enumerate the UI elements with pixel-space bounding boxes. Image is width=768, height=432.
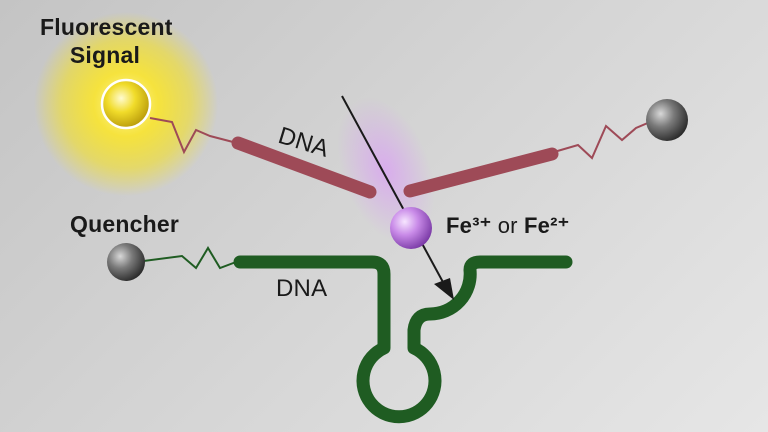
quencher-ball-right (646, 99, 688, 141)
quencher-ball-left (107, 243, 145, 281)
fluorophore-linker (149, 117, 234, 155)
cleavage-glow (337, 97, 435, 243)
quencher-linker-left (127, 246, 237, 270)
ion-fe2-label: Fe²⁺ (524, 213, 570, 238)
dna-enzyme-strand (233, 255, 573, 424)
fluorescent-label-line2: Signal (69, 42, 141, 68)
cleavage-arrow-head (434, 278, 454, 300)
quencher-label: Quencher (70, 211, 179, 237)
dna-substrate-right (403, 147, 559, 198)
quencher-linker-right (553, 121, 651, 160)
metal-ion-label: Fe³⁺ or Fe²⁺ (446, 213, 569, 239)
cleavage-arrow-shaft (341, 95, 445, 285)
ion-fe3-label: Fe³⁺ (446, 213, 492, 238)
dna-enzyme-label: DNA (276, 275, 328, 302)
fluorescent-label-line1: Fluorescent (40, 14, 173, 40)
fluorescent-signal-label: Fluorescent Signal (40, 13, 173, 69)
dna-substrate-left (231, 136, 377, 199)
fluorophore-sphere (100, 78, 152, 130)
ion-connector-label: or (491, 213, 525, 238)
metal-ion-sphere (390, 207, 432, 249)
